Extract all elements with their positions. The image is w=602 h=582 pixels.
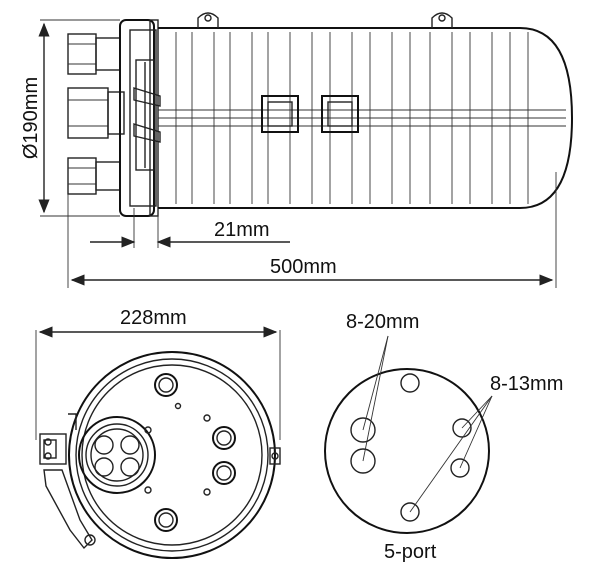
diameter-label: Ø190mm (20, 77, 42, 159)
flange-dimension: 21mm (90, 208, 290, 248)
side-view: Ø190mm 21mm 500mm (20, 12, 574, 288)
port-count-label: 5-port (384, 541, 437, 563)
small-ports-label: 8-13mm (490, 373, 563, 395)
large-ports-label: 8-20mm (346, 311, 419, 333)
diameter-dimension: Ø190mm (20, 19, 120, 217)
base-width-label: 228mm (120, 307, 187, 329)
length-label: 500mm (270, 256, 337, 278)
length-dimension: 500mm (67, 172, 557, 288)
dome-body (158, 12, 574, 209)
flange-label: 21mm (214, 219, 270, 241)
base-flange (119, 19, 161, 217)
bottom-view: 228mm (35, 307, 281, 559)
port-diagram: 8-20mm 8-13mm 5-port (324, 311, 563, 563)
cable-glands (67, 33, 125, 195)
base-width-dimension: 228mm (35, 307, 281, 440)
clamp-latch (39, 413, 281, 550)
